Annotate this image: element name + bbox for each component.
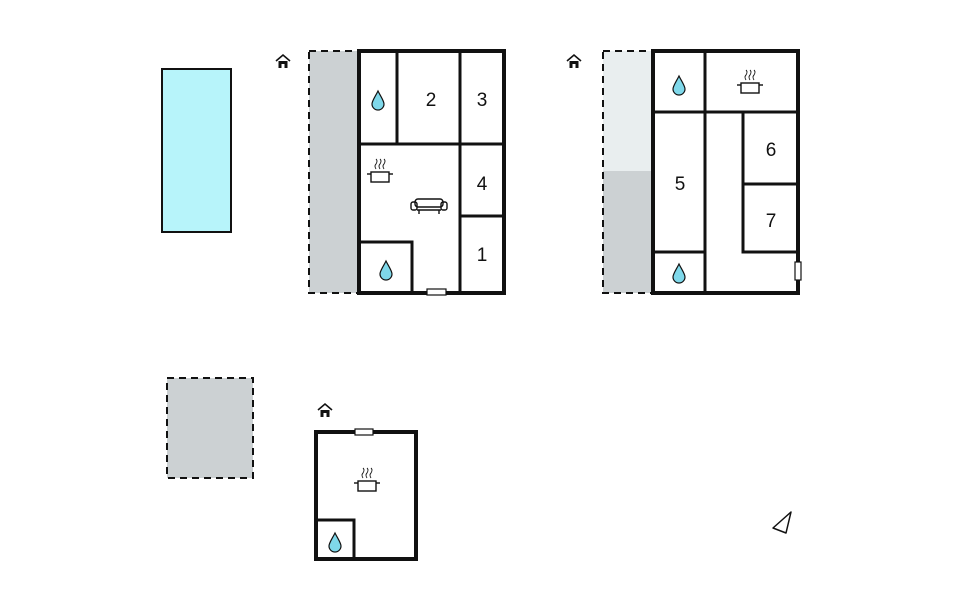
room-label-2: 2: [426, 90, 437, 111]
terrace-2-light: [603, 51, 653, 171]
room-label-5: 5: [675, 174, 686, 195]
building-3: [314, 403, 418, 561]
room-label-7: 7: [766, 211, 777, 232]
house-entrance-icon: [275, 54, 291, 69]
building-1: 2 3 4 1: [275, 49, 506, 296]
room-label-3: 3: [477, 90, 488, 111]
door-1: [426, 288, 447, 296]
north-arrow-icon: [772, 511, 792, 534]
terrace-1: [308, 50, 360, 294]
terrace-2: [603, 171, 653, 293]
room-label-6: 6: [766, 140, 777, 161]
door-2: [794, 261, 802, 281]
house-entrance-icon: [566, 54, 582, 69]
room-label-1: 1: [477, 245, 488, 266]
building-2: 5 6 7: [566, 49, 802, 295]
room-label-4: 4: [477, 174, 488, 195]
terrace-3: [166, 377, 254, 479]
pool: [161, 68, 232, 233]
house-entrance-icon: [317, 403, 333, 418]
door-3: [354, 428, 374, 436]
